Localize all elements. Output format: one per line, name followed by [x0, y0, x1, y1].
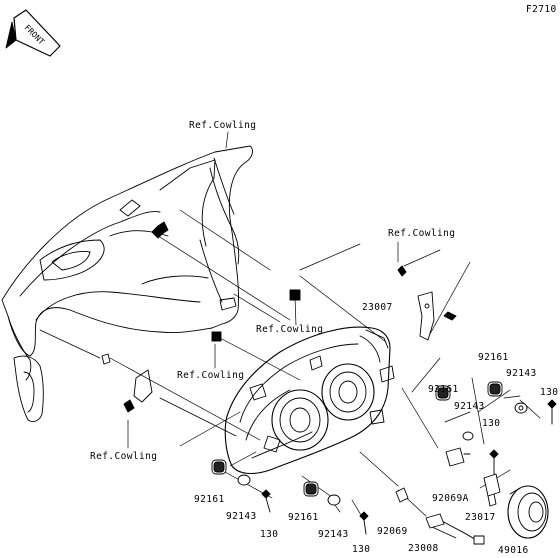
part-23008: 23008	[408, 543, 439, 554]
part-130-lower-left: 130	[260, 529, 279, 540]
part-92143-middle: 92143	[454, 401, 485, 412]
part-92143-lower-middle: 92143	[318, 529, 349, 540]
part-130-upper-right: 130	[540, 387, 559, 398]
part-49016: 49016	[498, 545, 529, 556]
part-92161-lower-middle: 92161	[288, 512, 319, 523]
part-92069: 92069	[377, 526, 408, 537]
part-92161-middle: 92161	[428, 384, 459, 395]
ref-cowling-label-5: Ref.Cowling	[90, 451, 158, 462]
part-23007: 23007	[362, 302, 393, 313]
part-92143-upper-right: 92143	[506, 368, 537, 379]
ref-cowling-label-1: Ref.Cowling	[189, 120, 257, 131]
ref-cowling-label-4: Ref.Cowling	[177, 370, 245, 381]
front-text: FRONT	[23, 23, 47, 47]
ref-cowling-label-2: Ref.Cowling	[388, 228, 456, 239]
leader-lines	[39, 131, 541, 539]
figure-code: F2710	[526, 4, 557, 15]
part-130-lower-middle: 130	[352, 544, 371, 555]
hardware	[101, 221, 557, 545]
ref-cowling-label-3: Ref.Cowling	[256, 324, 324, 335]
part-92161-upper-right: 92161	[478, 352, 509, 363]
part-92143-lower-left: 92143	[226, 511, 257, 522]
part-130-middle: 130	[482, 418, 501, 429]
part-92161-lower-left: 92161	[194, 494, 225, 505]
front-arrow-icon: FRONT	[5, 9, 61, 57]
part-23017: 23017	[465, 512, 496, 523]
part-92069A: 92069A	[432, 493, 469, 504]
headlight-assembly	[224, 326, 395, 475]
